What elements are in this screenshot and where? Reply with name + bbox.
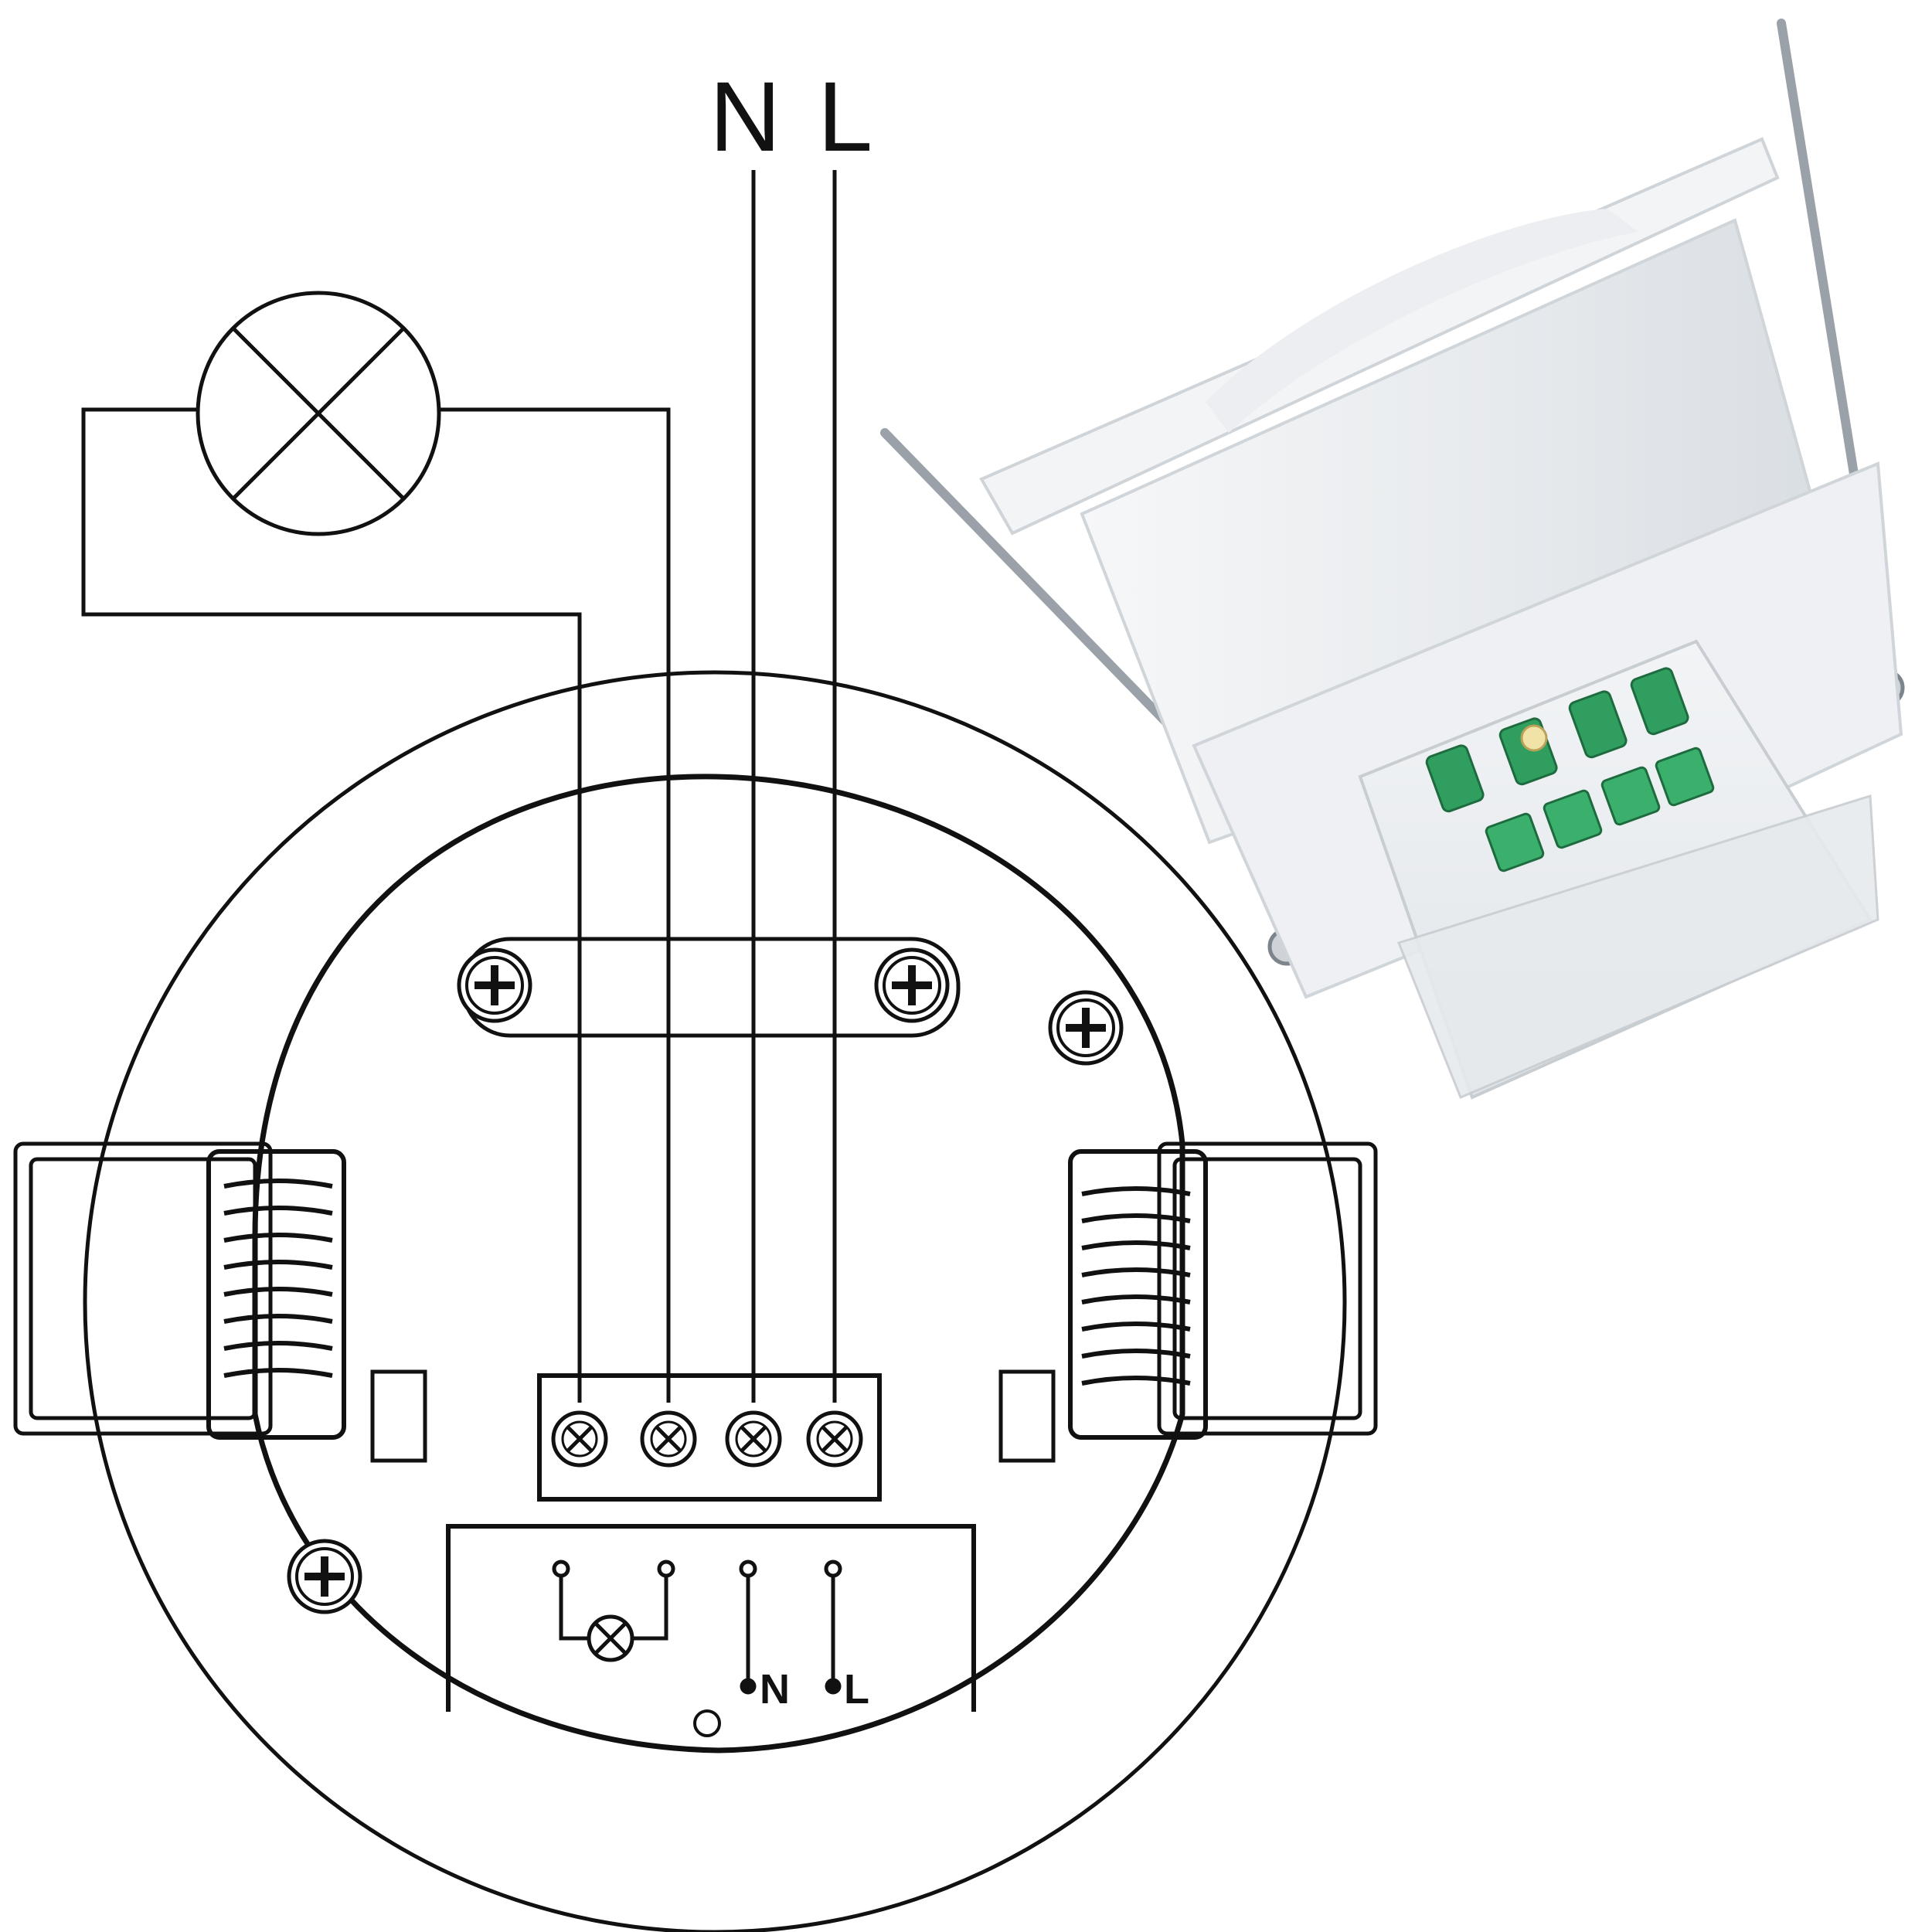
inner-housing-outline bbox=[252, 774, 1185, 1753]
outer-trim-ring bbox=[83, 670, 1347, 1932]
top-label-live: L bbox=[818, 62, 872, 172]
terminal-block bbox=[537, 1373, 882, 1502]
mini-schematic bbox=[552, 1560, 842, 1695]
terminal-screw-icon bbox=[642, 1413, 695, 1465]
left-slot bbox=[370, 1369, 427, 1463]
screw-head-icon bbox=[1050, 992, 1121, 1063]
indicator-hole bbox=[693, 1709, 721, 1737]
sensor-drawing bbox=[13, 170, 1378, 1932]
lower-label-panel bbox=[446, 1524, 976, 1712]
sensor-product-photo bbox=[880, 19, 1905, 1100]
terminal-row-bottom bbox=[1485, 747, 1715, 872]
spring-clip-icon bbox=[223, 1179, 333, 1378]
screw-head-icon bbox=[876, 950, 947, 1021]
lamp-wire-a bbox=[81, 407, 582, 1403]
terminal-screw-icon bbox=[727, 1413, 780, 1465]
inner-label-live: L bbox=[844, 1666, 869, 1713]
screw-head-icon bbox=[459, 950, 530, 1021]
right-slot bbox=[998, 1369, 1056, 1463]
screw-head-icon bbox=[289, 1541, 360, 1612]
top-label-neutral: N bbox=[709, 62, 781, 172]
terminal-screw-icon bbox=[553, 1413, 606, 1465]
left-spring-clip bbox=[13, 1141, 346, 1440]
spring-clip-icon bbox=[1081, 1186, 1191, 1386]
lamp-symbol-icon bbox=[196, 291, 441, 536]
terminal-cover-bottom bbox=[1397, 794, 1879, 1099]
right-spring-clip bbox=[1068, 1141, 1378, 1440]
lamp-wire-b bbox=[440, 407, 671, 1403]
inner-label-neutral: N bbox=[760, 1666, 790, 1713]
terminal-screw-icon bbox=[808, 1413, 861, 1465]
mini-lamp-icon bbox=[587, 1614, 634, 1662]
sensor-dome bbox=[1206, 209, 1638, 433]
wiring bbox=[81, 170, 837, 1403]
status-led-icon bbox=[1520, 724, 1548, 752]
